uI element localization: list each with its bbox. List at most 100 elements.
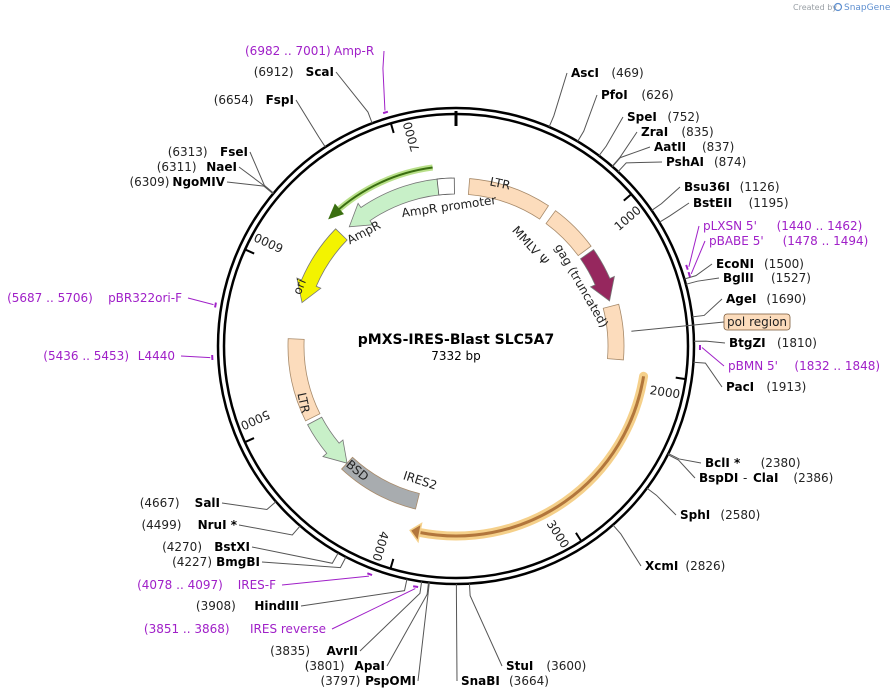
enzyme-name: AvrII <box>326 644 358 658</box>
tick-label: 7000 <box>400 120 422 153</box>
enzyme-name: SnaBI <box>461 674 500 688</box>
enzyme-name: HindIII <box>254 599 299 613</box>
enzyme-position: (1126) <box>740 180 780 194</box>
primer-plxsn-5: pLXSN 5' (1440 .. 1462) <box>685 219 863 271</box>
primer-pbmn-5: pBMN 5'(1832 .. 1848) <box>698 344 880 373</box>
enzyme-position: (1527) <box>771 271 811 285</box>
primer-ires-f: IRES-F(4078 .. 4097) <box>137 572 373 592</box>
feature-pol-region <box>602 303 625 361</box>
tick-label: 6000 <box>252 230 286 255</box>
enzyme-name: SpeI <box>627 110 657 124</box>
enzyme-position: (6912) <box>254 65 294 79</box>
primer-name: IRES reverse <box>250 622 326 636</box>
plasmid-length: 7332 bp <box>431 349 481 363</box>
enzyme-site-sphi: SphI(2580) <box>680 508 760 522</box>
feature-ires2 <box>341 456 420 510</box>
primer-name: Amp-R <box>334 44 374 58</box>
enzyme-position: (4667) <box>140 496 180 510</box>
enzyme-position: (6309) <box>129 175 169 189</box>
enzyme-position: (1690) <box>766 292 806 306</box>
enzyme-name: AgeI <box>726 292 756 306</box>
enzyme-name: BspDI <box>699 471 738 485</box>
enzyme-site-sali: SalI(4667) <box>140 496 220 510</box>
enzyme-site-avrii: AvrII(3835) <box>270 644 358 658</box>
enzyme-position: (752) <box>667 110 699 124</box>
feature-slc5a7-head <box>409 522 423 544</box>
tick-mark <box>389 558 395 569</box>
enzyme-name: BmgBI <box>216 555 260 569</box>
enzyme-site-bstxi: BstXI(4270) <box>162 540 250 554</box>
enzyme-name: PshAI <box>666 155 704 169</box>
plasmid-name: pMXS-IRES-Blast SLC5A7 <box>358 332 555 348</box>
leader-lines <box>180 50 726 682</box>
enzyme-sep: - <box>743 471 747 485</box>
primer-range: (3851 .. 3868) <box>144 622 230 636</box>
enzyme-name: NgoMIV <box>172 175 225 189</box>
primer-range: (1832 .. 1848) <box>794 359 880 373</box>
primer-name: pLXSN 5' <box>703 219 757 233</box>
enzyme-name: BstXI <box>214 540 250 554</box>
feature-layer <box>287 164 649 544</box>
tick-label: 5000 <box>238 407 272 432</box>
enzyme-position: (6313) <box>168 145 208 159</box>
credit-prefix: Created by <box>793 3 837 12</box>
enzyme-position: (469) <box>611 66 643 80</box>
credit-brand: SnapGene <box>844 3 891 13</box>
enzyme-name: NaeI <box>206 160 237 174</box>
ampr-track-head <box>328 203 344 220</box>
enzyme-name: PspOMI <box>365 674 416 688</box>
enzyme-position: (3664) <box>509 674 549 688</box>
tick-label: 1000 <box>612 203 644 234</box>
primer-range: (1440 .. 1462) <box>777 219 863 233</box>
primer-name: IRES-F <box>238 578 276 592</box>
enzyme-site-naei: NaeI (6311) <box>157 160 237 174</box>
enzyme-name: SphI <box>680 508 710 522</box>
enzyme-name: BclI * <box>705 456 741 470</box>
tick-mark <box>244 248 255 255</box>
enzyme-position: (3797) <box>320 674 360 688</box>
enzyme-position: (1913) <box>766 380 806 394</box>
enzyme-position: (2380) <box>761 456 801 470</box>
primer-name: L4440 <box>138 349 175 363</box>
ampr-track <box>334 166 433 214</box>
enzyme-site-pshai: PshAI(874) <box>666 155 746 169</box>
enzyme-position: (2386) <box>793 471 833 485</box>
enzyme-site-bmgbi: BmgBI (4227) <box>172 555 260 569</box>
snapgene-logo-icon <box>833 2 843 12</box>
primer-pbabe-5: pBABE 5'(1478 .. 1494) <box>687 234 868 278</box>
enzyme-name: FseI <box>220 145 248 159</box>
primer-range: (5436 .. 5453) <box>43 349 129 363</box>
enzyme-position: (1810) <box>777 336 817 350</box>
tick-label: 2000 <box>649 383 681 401</box>
enzyme-site-apai: ApaI(3801) <box>305 659 385 673</box>
primer-range: (5687 .. 5706) <box>7 291 93 305</box>
enzyme-name: FspI <box>266 93 294 107</box>
primer-l4440: L4440 (5436 .. 5453) <box>43 349 214 363</box>
enzyme-site-fspi: FspI(6654) <box>214 93 294 107</box>
enzyme-position: (4227) <box>172 555 212 569</box>
enzyme-site-fsei: FseI (6313) <box>168 145 248 159</box>
enzyme-site-bglii: BglII(1527) <box>723 271 811 285</box>
primer-marker <box>366 572 373 577</box>
enzyme-name: AscI <box>571 66 599 80</box>
enzyme-position: (835) <box>681 125 713 139</box>
enzyme-name: NruI * <box>198 518 238 532</box>
enzyme-name: PfoI <box>601 88 628 102</box>
tick-mark <box>244 437 255 444</box>
tick-mark <box>623 193 633 202</box>
enzyme-position: (6311) <box>157 160 197 174</box>
feature-gag-truncated <box>579 249 615 302</box>
enzyme-site-bsu36i: Bsu36I (1126) <box>684 180 780 194</box>
primer-pbr322ori-f: pBR322ori-F(5687 .. 5706) <box>7 291 217 308</box>
backbone-outer-ring <box>216 106 696 586</box>
enzyme-name: Bsu36I <box>684 180 730 194</box>
enzyme-name: BstEII <box>693 196 732 210</box>
enzyme-site-nrui: NruI *(4499) <box>141 518 237 532</box>
enzyme-name: PacI <box>726 380 754 394</box>
enzyme-site-hindiii: HindIII (3908) <box>196 599 299 613</box>
enzyme-site-paci: PacI (1913) <box>726 380 806 394</box>
enzyme-position: (3908) <box>196 599 236 613</box>
